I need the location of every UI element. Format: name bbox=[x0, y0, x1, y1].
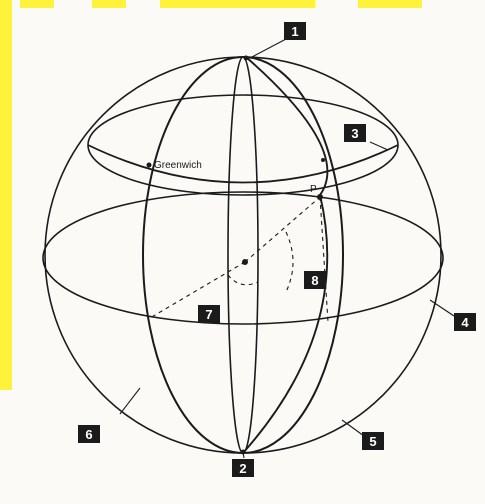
callout-5-label: 5 bbox=[369, 434, 376, 449]
callout-8: 8 bbox=[304, 271, 326, 289]
dashed-center-to-equator bbox=[150, 262, 245, 318]
latitude-angle-arc bbox=[286, 232, 293, 292]
point-p-marker bbox=[317, 194, 323, 200]
north-pole-marker bbox=[244, 56, 249, 61]
center-point bbox=[242, 259, 248, 265]
callout-8-label: 8 bbox=[311, 273, 318, 288]
prime-meridian bbox=[143, 57, 343, 453]
longitude-angle-arc bbox=[228, 275, 258, 285]
callout-1-label: 1 bbox=[291, 24, 298, 39]
callout-2-label: 2 bbox=[239, 461, 246, 476]
dashed-center-to-p bbox=[245, 197, 320, 262]
leader-1 bbox=[250, 38, 288, 58]
leader-5 bbox=[342, 420, 364, 436]
callout-4: 4 bbox=[454, 313, 476, 331]
equator bbox=[43, 192, 443, 324]
greenwich-marker bbox=[147, 163, 152, 168]
leader-6 bbox=[120, 388, 140, 414]
point-p-label: P bbox=[310, 184, 317, 195]
callout-3: 3 bbox=[344, 124, 366, 142]
parallel-front bbox=[88, 145, 398, 183]
greenwich-label: Greenwich bbox=[154, 160, 202, 171]
callout-4-label: 4 bbox=[461, 315, 469, 330]
sphere-outline bbox=[45, 57, 441, 453]
callout-2: 2 bbox=[232, 459, 254, 477]
local-meridian-parallel-marker bbox=[321, 158, 325, 162]
callout-1: 1 bbox=[284, 22, 306, 40]
callout-7-label: 7 bbox=[205, 307, 212, 322]
callout-5: 5 bbox=[362, 432, 384, 450]
callout-7: 7 bbox=[198, 305, 220, 323]
callout-6: 6 bbox=[78, 425, 100, 443]
leader-3 bbox=[370, 142, 388, 150]
callout-6-label: 6 bbox=[85, 427, 92, 442]
parallel-of-latitude bbox=[88, 95, 398, 195]
callout-3-label: 3 bbox=[351, 126, 358, 141]
